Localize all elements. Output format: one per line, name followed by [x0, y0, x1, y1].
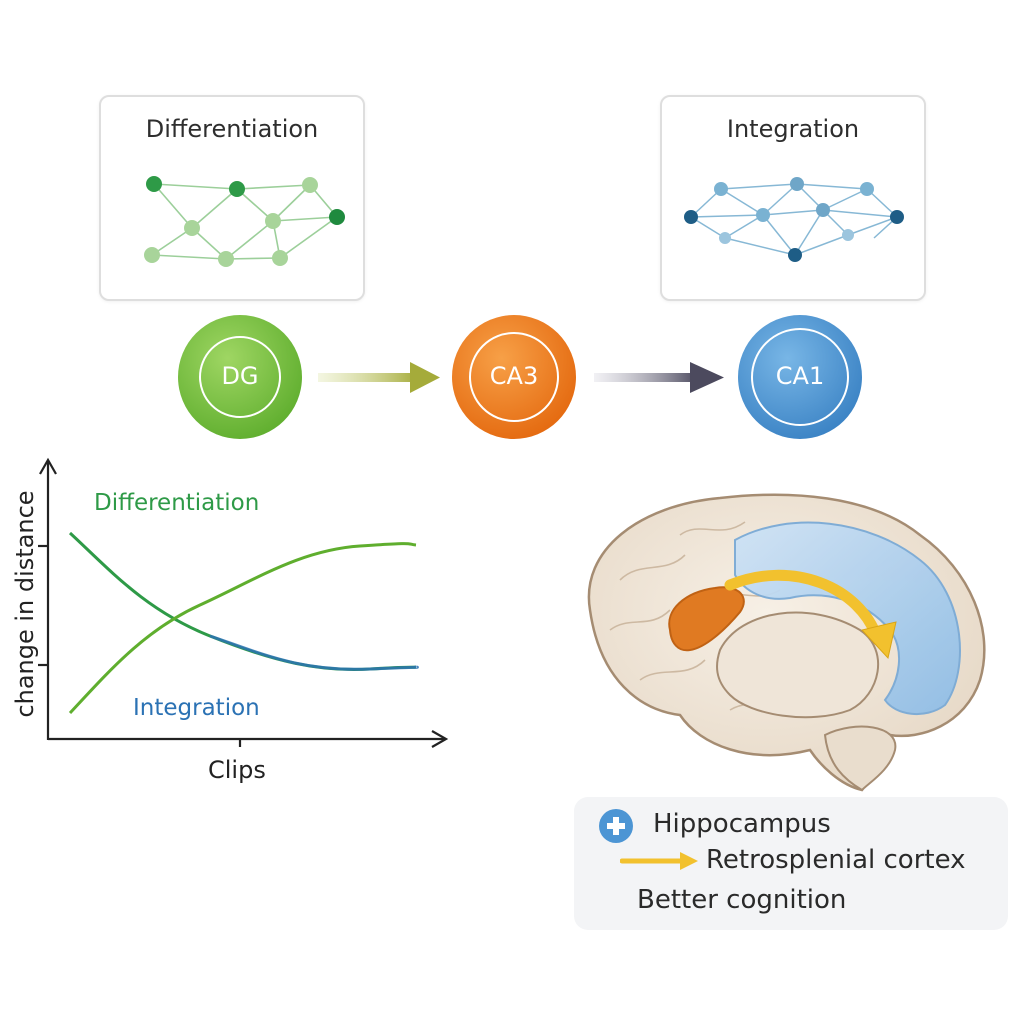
integration-title: Integration — [726, 115, 860, 143]
dg-node: DG — [177, 314, 303, 440]
ca3-circle — [452, 315, 576, 439]
legend-box: Hippocampus Retrosplenial cortex Better … — [574, 797, 1008, 930]
arrow-ca3-to-ca1 — [594, 362, 724, 393]
ca3-node: CA3 — [451, 314, 577, 440]
legend-retrosplenial: Retrosplenial cortex — [706, 845, 966, 875]
series-differentiation-tail — [209, 634, 419, 671]
legend-hippocampus: Hippocampus — [653, 809, 831, 839]
differentiation-network — [144, 176, 345, 267]
brain-illustration — [587, 493, 986, 792]
dg-label: DG — [221, 362, 259, 390]
pathway-arrowhead — [861, 621, 897, 660]
plus-icon — [599, 809, 633, 843]
hippocampus-region — [668, 586, 745, 652]
series-integration-line — [68, 542, 417, 715]
dg-circle — [178, 315, 302, 439]
series-label-differentiation: Differentiation — [94, 490, 260, 516]
ca1-circle — [738, 315, 862, 439]
y-axis-arrowhead — [39, 457, 57, 475]
inner-lobe — [716, 611, 879, 719]
ca3-label: CA3 — [489, 362, 539, 390]
differentiation-title: Differentiation — [145, 115, 319, 143]
x-axis-label: Clips — [208, 756, 266, 784]
integration-card: Integration — [660, 95, 926, 301]
legend-cognition: Better cognition — [637, 885, 847, 915]
pathway-arrow — [724, 569, 884, 646]
arrow-dg-to-ca3 — [318, 362, 440, 393]
line-chart — [38, 457, 449, 748]
y-axis-label: change in distance — [11, 490, 39, 718]
cerebellum — [823, 725, 897, 792]
arrow-right-icon — [620, 852, 698, 870]
integration-network — [684, 177, 904, 262]
x-axis-arrowhead — [431, 730, 449, 748]
differentiation-card: Differentiation — [99, 95, 365, 301]
ca1-node: CA1 — [737, 314, 863, 440]
ca1-label: CA1 — [775, 362, 825, 390]
series-label-integration: Integration — [133, 695, 260, 721]
